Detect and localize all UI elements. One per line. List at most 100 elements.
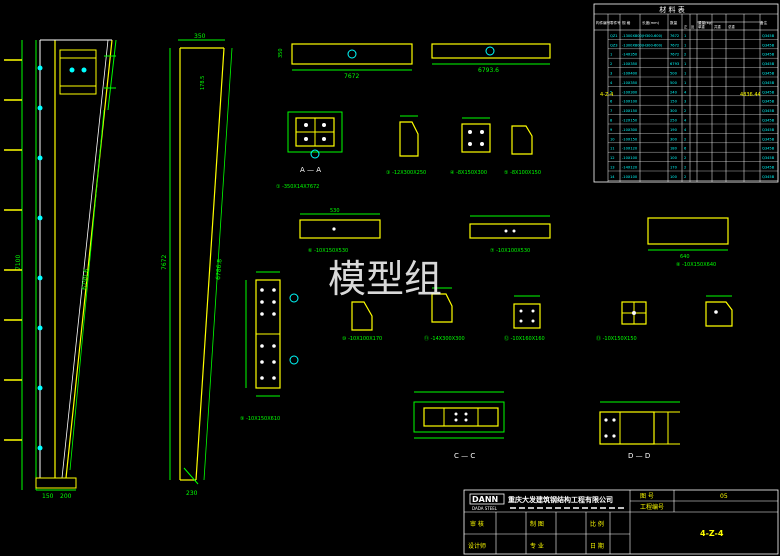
table-cell-qty: 2 bbox=[684, 166, 686, 170]
table-cell-part: 9 bbox=[610, 128, 613, 132]
table-cell-length: 100 bbox=[670, 156, 678, 160]
elevation-bolt-mark bbox=[37, 65, 43, 71]
drawing-name: 4-Z-4 bbox=[700, 529, 724, 538]
table-cell-length: 150 bbox=[670, 100, 678, 104]
table-cell-qty: 1 bbox=[684, 43, 686, 47]
column-elevation: 6790.6 7100 150 200 bbox=[4, 39, 117, 500]
top-long-plates: 7672 350 6793.6 bbox=[278, 43, 551, 80]
table-cell-qty: 1 bbox=[684, 81, 686, 85]
part-13-plate: ⑬ -10X150X150 bbox=[596, 301, 647, 342]
part-10-gusset: ⑩ -10X100X170 bbox=[342, 301, 382, 342]
table-header-cell: 备注 bbox=[760, 20, 768, 25]
note-part-7: ⑦ -10X100X530 bbox=[490, 248, 530, 254]
dim-plate-bottom: 230 bbox=[186, 490, 198, 497]
table-cell-material: Q345B bbox=[762, 90, 775, 94]
part-5-gusset: ⑤ -8X100X150 bbox=[504, 125, 541, 176]
elevation-bolt-mark bbox=[37, 275, 43, 281]
table-cell-length: 7672 bbox=[670, 43, 679, 47]
table-cell-qty: 4 bbox=[684, 119, 687, 123]
part-4-plate: ④ -8X150X300 bbox=[450, 117, 491, 176]
table-cell-qty: 2 bbox=[684, 109, 686, 113]
table-weight-subheader: 共重 bbox=[714, 24, 721, 29]
table-cell-material: Q345B bbox=[762, 72, 775, 76]
table-cell-qty: 4 bbox=[684, 128, 687, 132]
table-weight-subheader: 正 bbox=[684, 25, 688, 29]
table-cell-length: 7672 bbox=[670, 34, 679, 38]
tb-row2-a: 设计师 bbox=[468, 542, 486, 550]
section-d-d: D — D bbox=[599, 401, 680, 460]
table-cell-spec: -1300X800(H300-600) bbox=[622, 34, 663, 38]
table-cell-part: 14 bbox=[610, 175, 615, 179]
base-plate-bolt bbox=[260, 344, 264, 348]
watermark-text: 模型组 bbox=[328, 257, 442, 301]
flange-plate-elevation: 350 7672 6786.8 230 178.5 bbox=[161, 33, 233, 497]
material-table: 材 料 表 构件编号零件号规 格长度(mm)数量重量(kg)备注正反单重共重总重… bbox=[593, 3, 779, 183]
note-part-13: ⑬ -10X150X150 bbox=[596, 335, 637, 342]
dim-base-right: 200 bbox=[60, 493, 72, 500]
section-aa-label: A — A bbox=[300, 166, 321, 174]
section-c-c: C — C bbox=[413, 391, 505, 460]
table-cell-spec: -10X100 bbox=[622, 100, 638, 104]
elevation-bolt-mark bbox=[37, 155, 43, 161]
table-cell-qty: 2 bbox=[684, 137, 686, 141]
table-header-cell: 零件号 bbox=[610, 20, 621, 25]
elevation-bolt-mark bbox=[37, 325, 43, 331]
part-11-gusset: ⑪ -14X300X300 bbox=[424, 287, 465, 342]
table-cell-spec: -10X150 bbox=[622, 109, 638, 113]
dim-plate-top-label: 178.5 bbox=[200, 76, 206, 90]
table-cell-length: 500 bbox=[670, 72, 678, 76]
table-cell-spec: -14X350 bbox=[622, 53, 638, 57]
table-cell-spec: -12X150 bbox=[622, 119, 638, 123]
table-cell-part: 4 bbox=[610, 81, 613, 85]
table-cell-part: 5 bbox=[610, 90, 612, 94]
table-cell-qty: 1 bbox=[684, 62, 686, 66]
table-cell-material: Q345B bbox=[762, 43, 775, 47]
table-cell-material: Q345B bbox=[762, 147, 775, 151]
dim-bar2: 6793.6 bbox=[478, 67, 499, 74]
table-cell-qty: 2 bbox=[684, 175, 686, 179]
note-part-9: ⑨ -10X150X610 bbox=[240, 416, 280, 422]
note-part-6: ⑥ -10X150X530 bbox=[308, 248, 348, 254]
section-a-a: A — A ① -350X14X7672 bbox=[276, 111, 343, 190]
table-cell-qty: 3 bbox=[684, 100, 686, 104]
table-cell-part: 3 bbox=[610, 72, 612, 76]
drawing-no: 05 bbox=[720, 493, 728, 500]
table-cell-part: 10 bbox=[610, 137, 615, 141]
table-header-cell: 规 格 bbox=[622, 20, 631, 25]
dim-bar1: 7672 bbox=[344, 73, 359, 80]
project-no-label: 工程编号 bbox=[640, 503, 664, 511]
part-8-plate: 640 ⑧ -10X150X640 bbox=[647, 217, 729, 268]
table-cell-material: Q345B bbox=[762, 34, 775, 38]
elevation-bolt-mark bbox=[37, 215, 43, 221]
drawing-no-label: 图 号 bbox=[640, 493, 654, 500]
dim-plate-length: 7672 bbox=[161, 255, 168, 270]
part-12-plate: ⑫ -10X160X160 bbox=[504, 295, 545, 342]
base-plate-bolt bbox=[260, 312, 264, 316]
table-cell-part: 13 bbox=[610, 166, 615, 170]
base-plate-bolt bbox=[272, 344, 276, 348]
table-cell-qty: 6 bbox=[684, 147, 687, 151]
table-member-label: 4-Z-4 bbox=[600, 92, 613, 98]
base-plate-bolt bbox=[272, 312, 276, 316]
table-cell-spec: -10X400 bbox=[622, 72, 638, 76]
table-cell-material: Q345B bbox=[762, 156, 775, 160]
note-part-1: ① -350X14X7672 bbox=[276, 184, 319, 190]
table-cell-part: QZ1 bbox=[610, 34, 618, 38]
base-plate-detail: ⑨ -10X150X610 bbox=[240, 271, 299, 422]
table-weight-subheader: 总重 bbox=[728, 24, 735, 29]
table-cell-spec: -10X300 bbox=[622, 128, 638, 132]
table-cell-spec: -10X300 bbox=[622, 90, 638, 94]
table-cell-material: Q345B bbox=[762, 166, 775, 170]
dim-length-6790: 6790.6 bbox=[81, 268, 90, 290]
tb-row1-b: 制 图 bbox=[530, 520, 544, 528]
table-cell-spec: -14X120 bbox=[622, 166, 638, 170]
table-cell-spec: -10X350 bbox=[622, 81, 638, 85]
dim-base-left: 150 bbox=[42, 493, 54, 500]
table-cell-length: 170 bbox=[670, 166, 678, 170]
table-weight-subheader: 单重 bbox=[698, 24, 705, 29]
base-plate-bolt bbox=[272, 360, 276, 364]
base-plate-bolt bbox=[272, 300, 276, 304]
table-cell-material: Q345B bbox=[762, 53, 775, 57]
table-cell-length: 180 bbox=[670, 147, 678, 151]
table-cell-qty: 1 bbox=[684, 34, 686, 38]
